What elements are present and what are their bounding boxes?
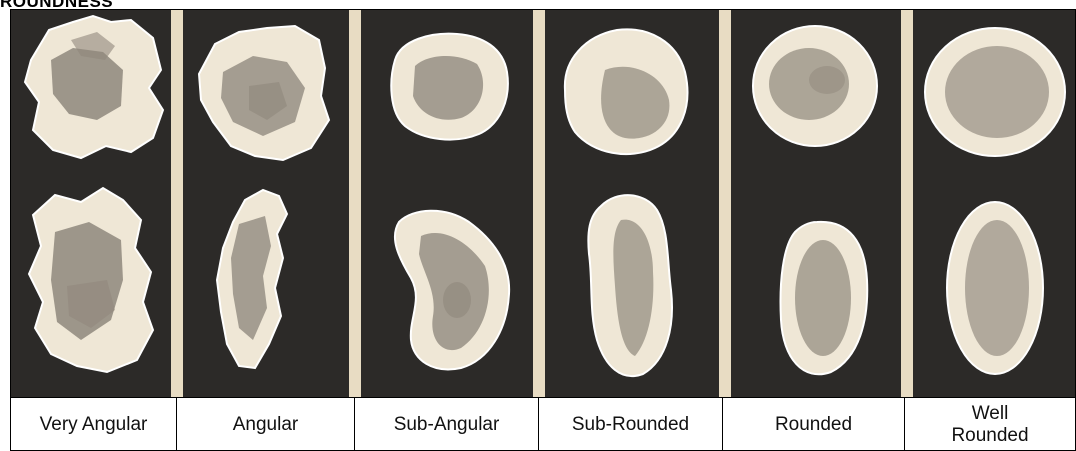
grain-rounded-top bbox=[753, 26, 877, 146]
grain-very-angular-bottom bbox=[29, 188, 153, 372]
label-well-rounded: Well Rounded bbox=[905, 398, 1075, 451]
label-sub-angular: Sub-Angular bbox=[355, 398, 539, 451]
grain-very-angular-top bbox=[25, 16, 163, 158]
panel-rounded bbox=[731, 10, 901, 397]
label-very-angular: Very Angular bbox=[11, 398, 177, 451]
roundness-chart: Very Angular Angular Sub-Angular Sub-Rou… bbox=[10, 9, 1076, 451]
panel-angular bbox=[183, 10, 349, 397]
label-angular: Angular bbox=[177, 398, 355, 451]
image-strip bbox=[11, 10, 1075, 397]
grain-angular-bottom bbox=[217, 190, 287, 368]
grain-rounded-bottom bbox=[781, 222, 868, 374]
category-labels: Very Angular Angular Sub-Angular Sub-Rou… bbox=[11, 397, 1075, 451]
grain-sub-rounded-top bbox=[565, 29, 688, 154]
panel-sub-rounded bbox=[545, 10, 719, 397]
grain-well-rounded-bottom bbox=[947, 202, 1043, 374]
grain-sub-rounded-bottom bbox=[588, 195, 672, 376]
label-rounded: Rounded bbox=[723, 398, 905, 451]
label-sub-rounded: Sub-Rounded bbox=[539, 398, 723, 451]
panel-very-angular bbox=[11, 10, 171, 397]
panel-sub-angular bbox=[361, 10, 533, 397]
grain-sub-angular-top bbox=[391, 34, 508, 140]
panel-well-rounded bbox=[913, 10, 1075, 397]
grain-well-rounded-top bbox=[925, 28, 1065, 156]
grain-sub-angular-bottom bbox=[395, 211, 509, 370]
grain-angular-top bbox=[199, 26, 329, 160]
